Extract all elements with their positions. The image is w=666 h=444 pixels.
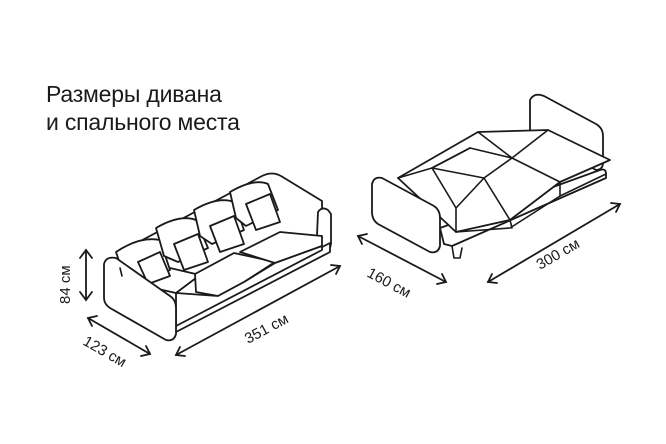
depth-dimension — [86, 315, 152, 357]
height-label: 84 см — [57, 265, 74, 304]
title-line-2: и спального места — [46, 109, 240, 135]
sofa-unfolded-icon — [371, 93, 611, 259]
height-dimension — [79, 248, 93, 302]
sofa-assembled-icon — [103, 172, 332, 342]
sleep-width-label: 160 см — [364, 265, 413, 302]
sleep-length-dimension — [486, 202, 622, 284]
length-dimension — [174, 264, 342, 357]
page-title: Размеры дивана и спального места — [46, 80, 240, 136]
title-line-1: Размеры дивана — [46, 81, 222, 107]
sleep-width-dimension — [356, 233, 448, 285]
